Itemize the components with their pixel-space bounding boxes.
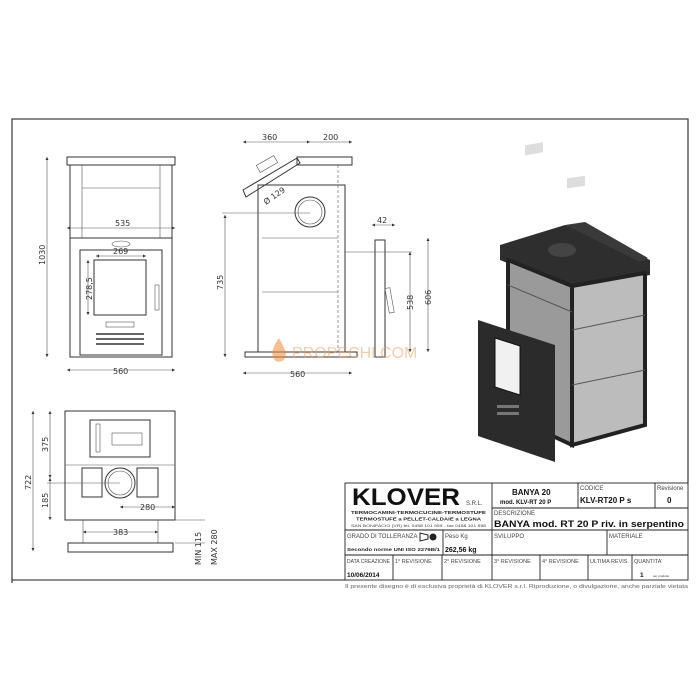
- dim-375: 375: [41, 437, 50, 452]
- dim-280: 280: [140, 503, 155, 512]
- side-view: 360 200 Ø 129 735 560: [216, 133, 358, 379]
- dim-538: 538: [406, 295, 415, 310]
- product-model: mod. KLV-RT 20 P: [500, 500, 551, 506]
- revisione-label: Revisione: [657, 486, 684, 492]
- company-line-2: TERMOSTUFE a PELLET-CALDAIE a LEGNA: [356, 517, 482, 522]
- ultima-revisione-label: ULTIMA REVIS.: [590, 559, 629, 565]
- watermark: PROPECHI.COM: [272, 338, 417, 362]
- rev1-label: 1° REVISIONE: [395, 559, 432, 565]
- dim-min: MIN 115: [194, 532, 203, 565]
- dim-722: 722: [24, 475, 33, 490]
- sviluppo-label: SVILUPPO: [494, 534, 524, 540]
- peso-label: Peso Kg: [445, 534, 468, 540]
- footer-disclaimer: Il presente disegno è di esclusiva propr…: [345, 584, 689, 590]
- dim-360: 360: [262, 133, 277, 142]
- dim-2785: 278,5: [85, 277, 94, 300]
- rev2-label: 2° REVISIONE: [444, 559, 481, 565]
- dim-max: MAX 280: [210, 529, 219, 565]
- quantita-unit: per prodotto: [653, 574, 670, 578]
- rear-detail: 42 538 606: [345, 216, 433, 358]
- codice-value: KLV-RT20 P s: [580, 496, 632, 505]
- peso-value: 262,56 kg: [445, 547, 477, 554]
- title-block: [12, 482, 689, 581]
- stove-3d-render: [478, 142, 650, 462]
- front-view: 535 269 278,5 1030 560: [38, 156, 176, 376]
- top-view: 722 375 185 280 383 MIN 115 MAX 280: [24, 410, 219, 565]
- dim-735: 735: [216, 275, 225, 290]
- drawing-frame: [11, 118, 689, 583]
- logo-suffix: S.R.L.: [466, 501, 483, 507]
- quantita-value: 1: [640, 572, 644, 579]
- codice-label: CODICE: [580, 486, 603, 492]
- materiale-label: MATERIALE: [609, 534, 643, 540]
- revisione-value: 0: [667, 496, 672, 505]
- descrizione-label: DESCRIZIONE: [494, 511, 535, 517]
- dim-185: 185: [41, 493, 50, 508]
- dim-560-side: 560: [290, 370, 305, 379]
- dim-42: 42: [377, 216, 387, 225]
- data-creazione-value: 10/06/2014: [347, 572, 380, 579]
- dim-535: 535: [115, 219, 130, 228]
- title-block-text: KLOVER S.R.L. TERMOCAMINI-TERMOCUCINE-TE…: [345, 484, 689, 590]
- dim-560-front: 560: [113, 367, 128, 376]
- klover-logo: KLOVER: [352, 484, 460, 511]
- dim-200: 200: [323, 133, 338, 142]
- dim-383: 383: [113, 528, 128, 537]
- product-name: BANYA 20: [512, 488, 551, 497]
- watermark-text: PROPECHI.COM: [292, 345, 417, 362]
- grado-value: Secondo norme UNI ISO 2276B/1: [347, 547, 441, 552]
- data-creazione-label: DATA CREAZIONE: [347, 559, 390, 565]
- dim-269: 269: [113, 247, 128, 256]
- rev4-label: 4° REVISIONE: [542, 559, 579, 565]
- dim-1030: 1030: [38, 245, 47, 265]
- dim-flue-diameter: Ø 129: [261, 185, 286, 207]
- descrizione-value: BANYA mod. RT 20 P riv. in serpentino: [494, 519, 685, 529]
- quantita-label: QUANTITA': [634, 559, 662, 565]
- grado-label: GRADO DI TOLLERANZA: [347, 534, 417, 540]
- company-line-3: SAN BONIFACIO (VR) tel. 0458 101 959 - f…: [351, 524, 486, 528]
- projection-symbol-icon: [419, 532, 437, 542]
- dim-606: 606: [424, 290, 433, 305]
- rev3-label: 3° REVISIONE: [494, 559, 531, 565]
- company-line-1: TERMOCAMINI-TERMOCUCINE-TERMOSTUFE: [351, 510, 486, 515]
